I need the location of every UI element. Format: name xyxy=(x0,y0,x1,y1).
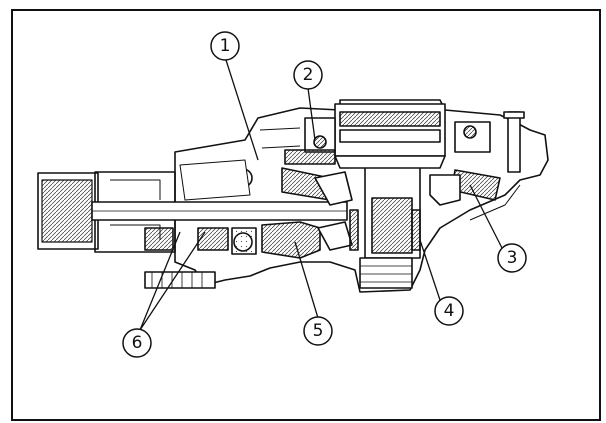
callout-label-6: 6 xyxy=(132,333,143,353)
leader-2 xyxy=(307,87,316,141)
callout-circle-4 xyxy=(434,296,464,326)
callout-circle-2 xyxy=(293,60,323,90)
leader-3 xyxy=(469,184,503,249)
leader-5 xyxy=(294,241,319,319)
leader-6b xyxy=(139,231,206,331)
shaft-bearing-left xyxy=(144,227,174,251)
callout-label-3: 3 xyxy=(507,248,518,268)
frame-border xyxy=(11,9,601,421)
callout-label-1: 1 xyxy=(220,36,231,56)
callout-circle-1 xyxy=(210,31,240,61)
callout-circle-5 xyxy=(303,316,333,346)
leader-6a xyxy=(139,231,181,331)
callout-label-5: 5 xyxy=(313,321,324,341)
input-housing xyxy=(94,171,176,253)
housing-bolt xyxy=(507,111,521,173)
callout-circle-3 xyxy=(497,243,527,273)
callout-label-4: 4 xyxy=(444,301,455,321)
callout-circle-6 xyxy=(122,328,152,358)
pinion-gear xyxy=(261,221,321,259)
leader-1 xyxy=(225,59,259,161)
housing-outline xyxy=(174,99,549,293)
leader-4 xyxy=(419,239,441,301)
callout-label-2: 2 xyxy=(303,65,314,85)
shaft-seal xyxy=(411,209,421,251)
mounting-bolt xyxy=(144,271,216,289)
